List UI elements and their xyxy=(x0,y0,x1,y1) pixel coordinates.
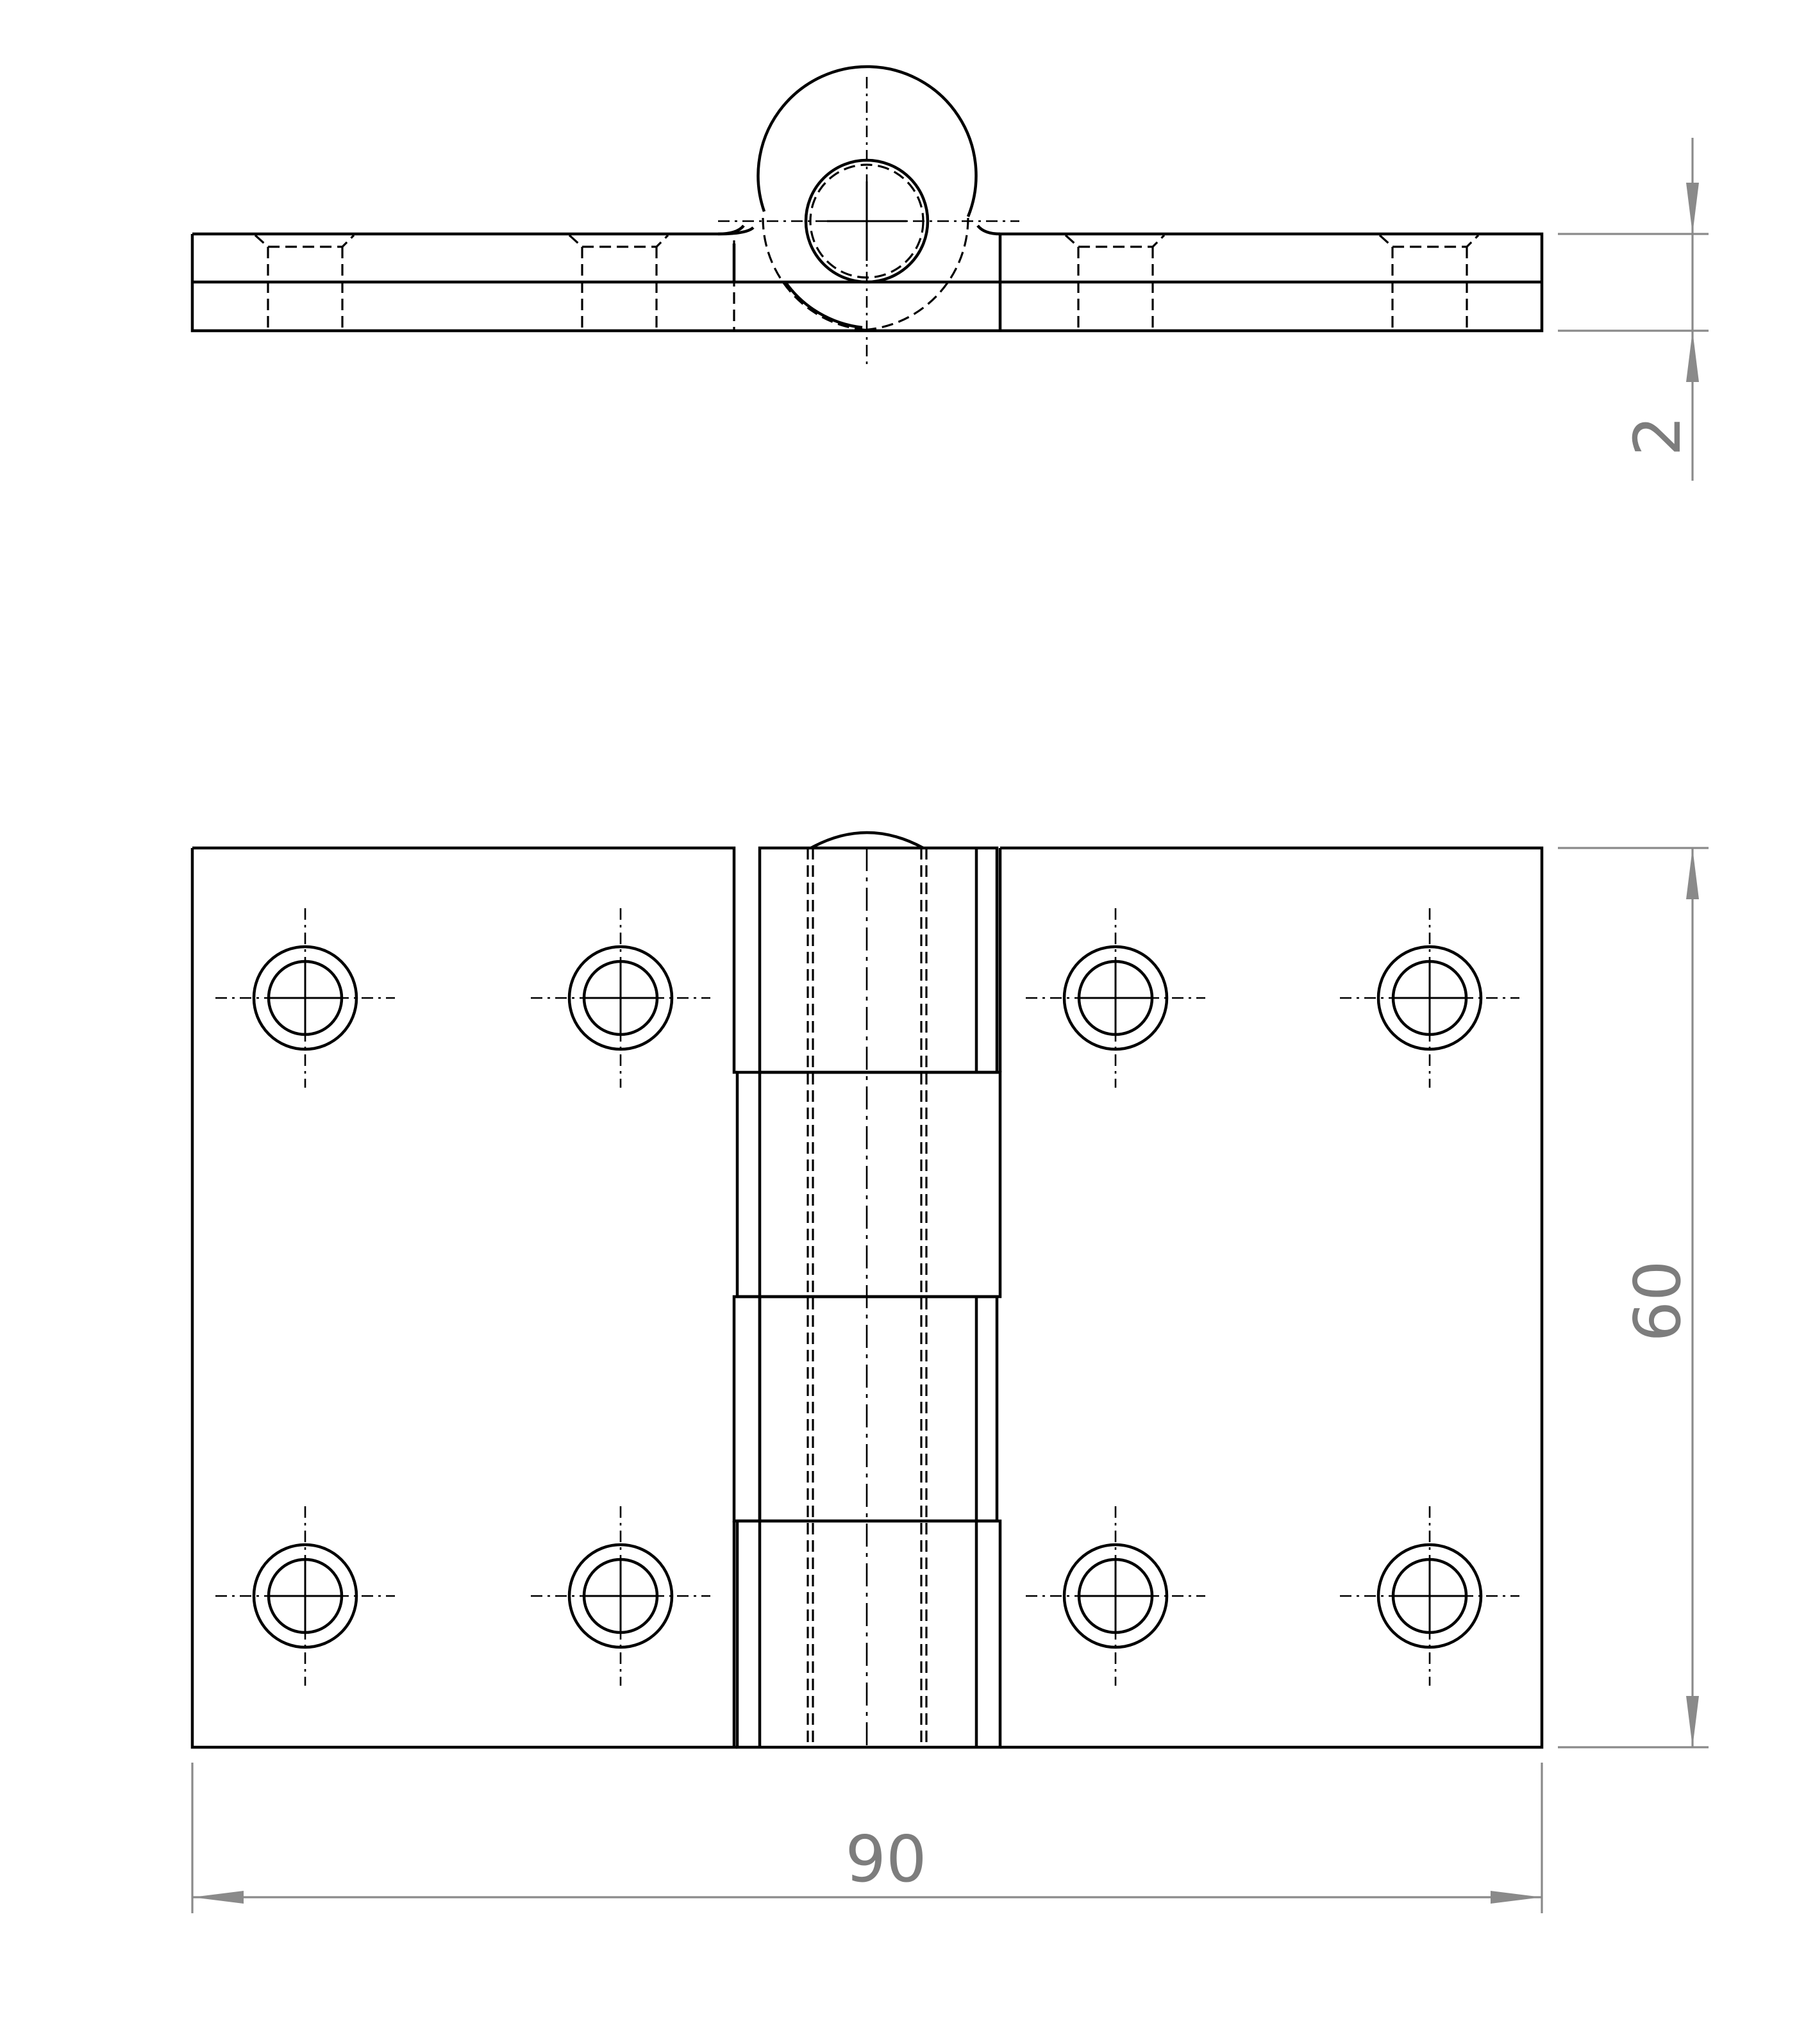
screw-hole-bottom-mid-left xyxy=(531,1506,710,1686)
screw-hole-top-left xyxy=(215,908,395,1088)
width-dimension: 90 xyxy=(191,1763,1543,1913)
knuckle-lower-arc xyxy=(784,281,863,329)
thickness-arrow-top xyxy=(1686,183,1699,234)
knuckle-hidden-arc xyxy=(762,217,869,331)
height-dimension-label: 60 xyxy=(1620,1260,1695,1342)
left-leaf-outline xyxy=(190,846,737,1749)
screw-hole-top-mid-left xyxy=(531,908,710,1088)
screw-hole-bottom-mid-right xyxy=(1026,1506,1205,1686)
plan-view xyxy=(190,831,1544,1749)
knuckle-outer-arc xyxy=(757,65,978,217)
edge-view xyxy=(190,65,1544,369)
right-leaf-outline xyxy=(1000,846,1544,1749)
height-dimension: 60 xyxy=(1558,847,1709,1749)
knuckle-fillet-left xyxy=(717,224,745,236)
edge-hole-4 xyxy=(1378,234,1480,331)
knuckle-segment-top xyxy=(758,846,999,1074)
width-arrow-right xyxy=(1491,1891,1542,1904)
width-dimension-label: 90 xyxy=(845,1822,926,1897)
thickness-arrow-bottom xyxy=(1686,331,1699,382)
pin-head xyxy=(810,831,924,849)
edge-hole-1 xyxy=(254,234,355,331)
knuckle-hidden-arc-right xyxy=(862,217,969,331)
screw-hole-bottom-right xyxy=(1340,1506,1519,1686)
height-arrow-top xyxy=(1686,848,1699,899)
screw-hole-top-mid-right xyxy=(1026,908,1205,1088)
edge-hole-2 xyxy=(568,234,669,331)
thickness-dimension: 2 xyxy=(1558,138,1709,481)
knuckle-segment-2 xyxy=(735,1070,1002,1299)
edge-hole-3 xyxy=(1064,234,1166,331)
height-arrow-bottom xyxy=(1686,1696,1699,1747)
thickness-dimension-label: 2 xyxy=(1620,415,1695,456)
knuckle-segment-bottom xyxy=(735,1519,1002,1749)
screw-hole-bottom-left xyxy=(215,1506,395,1686)
width-arrow-left xyxy=(192,1891,244,1904)
screw-hole-top-right xyxy=(1340,908,1519,1088)
knuckle-fillet-right xyxy=(976,224,1001,236)
knuckle-segment-3 xyxy=(732,1295,999,1523)
